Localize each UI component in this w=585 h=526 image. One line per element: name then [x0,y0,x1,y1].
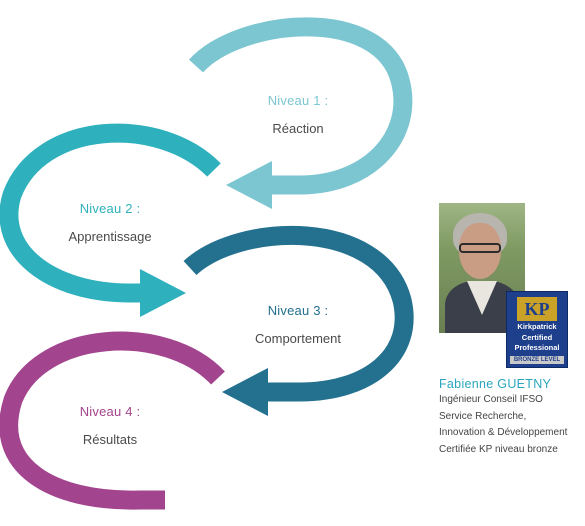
person-role: Ingénieur Conseil IFSO [439,394,543,405]
level-3-loop [183,225,414,416]
level-1-label-group: Niveau 1 : Réaction [238,93,358,136]
badge-kp-logo: KP [517,297,557,321]
kirkpatrick-certification-badge: KP Kirkpatrick Certified Professional BR… [506,291,568,368]
level-3-name: Comportement [255,331,341,346]
level-3-label-group: Niveau 3 : Comportement [238,303,358,346]
level-3-title: Niveau 3 : [267,303,329,318]
level-3-arrowhead [222,368,268,416]
level-1-loop [189,17,413,209]
level-2-label-group: Niveau 2 : Apprentissage [50,201,170,244]
level-1-name: Réaction [272,121,324,136]
level-4-label-group: Niveau 4 : Résultats [50,404,170,447]
level-2-loop [0,123,221,317]
level-4-title: Niveau 4 : [79,404,141,419]
level-4-arc [0,331,225,510]
badge-line-2: Certified [521,332,553,342]
level-4-loop [0,331,225,510]
person-caption: Fabienne GUETNY Ingénieur Conseil IFSO S… [439,376,585,458]
level-1-title: Niveau 1 : [267,93,329,108]
level-2-title: Niveau 2 : [79,201,141,216]
person-department-2: Innovation & Développement [439,427,568,438]
badge-line-3: Professional [514,343,560,352]
level-2-arrowhead [140,269,186,317]
badge-line-1: Kirkpatrick [517,322,557,331]
person-certification: Certifiée KP niveau bronze [439,443,558,455]
badge-level: BRONZE LEVEL [510,356,564,364]
person-department: Service Recherche, [439,410,527,422]
person-name: Fabienne GUETNY [439,377,552,391]
level-2-name: Apprentissage [68,229,152,244]
level-3-arrow-arc [183,225,414,402]
level-1-arrowhead [226,161,272,209]
level-1-arrow-arc [189,17,413,195]
level-4-name: Résultats [82,432,138,447]
level-2-arrow-arc [0,123,221,303]
portrait-glasses [459,243,501,253]
